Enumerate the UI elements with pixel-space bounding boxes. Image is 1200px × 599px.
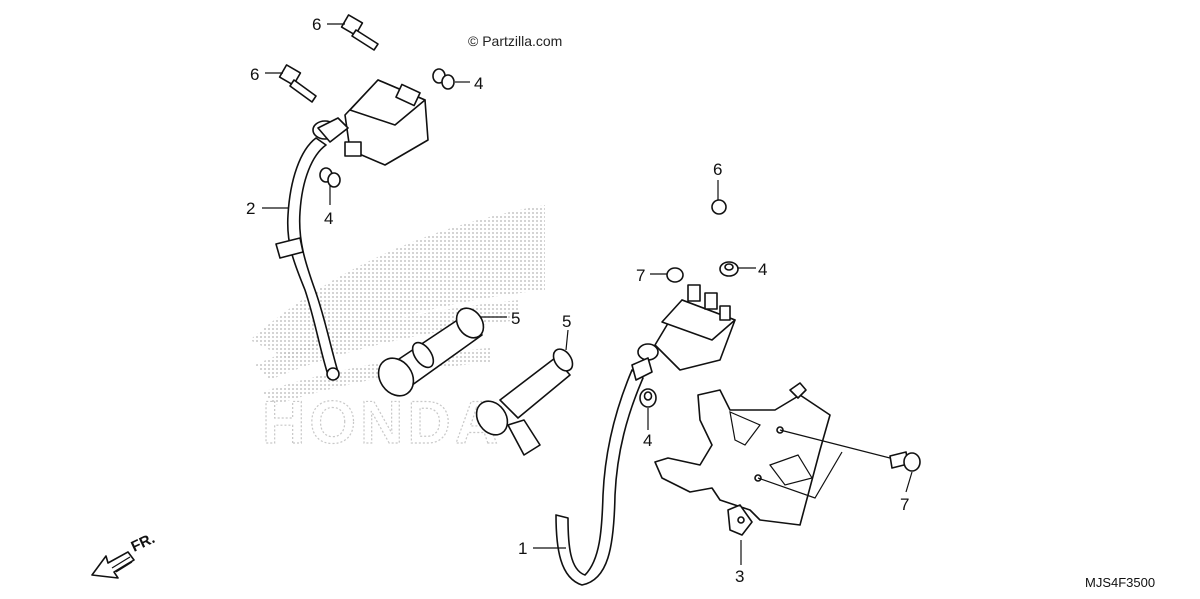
bolt-guide-line-upper	[779, 429, 891, 459]
callout-4-lower-right: 4	[758, 260, 767, 279]
front-arrow-icon	[91, 551, 135, 579]
spark-plug-cap-angled[interactable]	[470, 346, 576, 456]
lower-nut-bracket[interactable]	[639, 388, 657, 408]
spark-plug-cap-straight[interactable]	[371, 303, 489, 403]
callout-1: 1	[518, 539, 527, 558]
upper-bolt-top[interactable]	[340, 14, 379, 51]
honda-logo-text: HONDA	[262, 389, 502, 456]
callout-2: 2	[246, 199, 255, 218]
cord-clamp	[275, 237, 304, 259]
callout-6-top: 6	[312, 15, 321, 34]
callout-6-left: 6	[250, 65, 259, 84]
callout-4-lower: 4	[643, 431, 652, 450]
partzilla-watermark: © Partzilla.com	[468, 33, 562, 49]
lower-bolt-top[interactable]	[711, 199, 727, 215]
bracket-bolt[interactable]	[889, 451, 921, 472]
upper-bolt-left[interactable]	[278, 64, 317, 103]
callout-6-lower-left: 7	[636, 266, 645, 285]
callout-6-lower-top: 6	[713, 160, 722, 179]
callout-5-straight: 5	[511, 309, 520, 328]
callout-leaders	[262, 23, 913, 565]
coil-bracket[interactable]	[654, 382, 831, 536]
lower-cord-boot	[631, 357, 653, 381]
callout-7: 7	[900, 495, 909, 514]
front-label: FR.	[129, 530, 158, 556]
callout-5-angled: 5	[562, 312, 571, 331]
callout-4-upper: 4	[474, 74, 483, 93]
lower-ignition-coil[interactable]	[637, 284, 736, 371]
bolt-guide-line-lower	[757, 451, 843, 499]
upper-ignition-coil[interactable]	[312, 79, 429, 166]
high-tension-cord-lower[interactable]	[555, 369, 644, 586]
upper-nut-washer[interactable]	[432, 68, 455, 90]
diagram-code: MJS4F3500	[1085, 575, 1155, 590]
upper-nut-lower[interactable]	[319, 167, 341, 188]
cord-end-cap	[326, 367, 340, 381]
front-direction-marker: FR.	[91, 530, 158, 579]
callout-3: 3	[735, 567, 744, 586]
lower-nut-right[interactable]	[719, 261, 739, 277]
lower-bolt-left[interactable]	[666, 267, 684, 283]
callout-4-upper-left: 4	[324, 209, 333, 228]
